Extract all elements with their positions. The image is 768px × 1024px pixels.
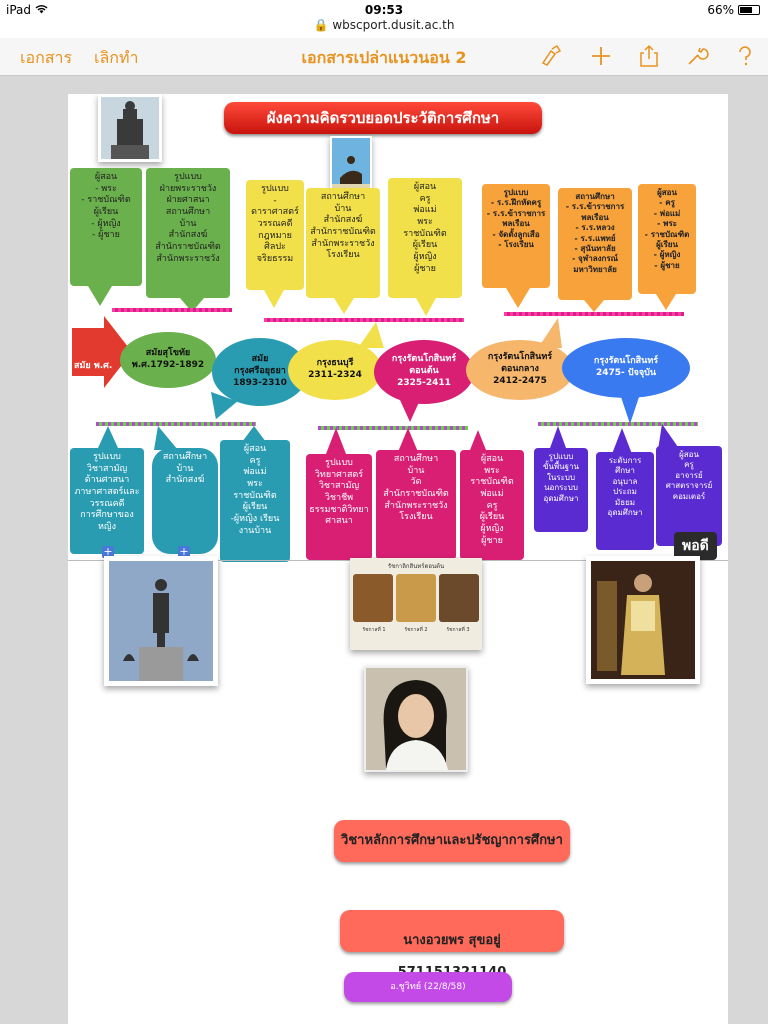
callout-tail (398, 428, 418, 452)
callout-tail (612, 428, 632, 454)
callout-tail (98, 426, 118, 448)
king-portrait-photo[interactable] (586, 556, 700, 684)
callout-tail (620, 394, 640, 424)
status-bar: iPad 09:53 66% (0, 0, 768, 20)
done-tag[interactable]: พอดี (674, 532, 717, 560)
documents-button[interactable]: เอกสาร (20, 48, 73, 67)
top-box-thonburi-people: ผู้สอน ครู พ่อแม่ พระ ราชบัณฑิต ผู้เรียน… (388, 178, 462, 298)
student-profile-photo[interactable] (364, 666, 468, 772)
device-name: iPad (6, 3, 32, 17)
photo-label-3: รัชกาลที่ 3 (446, 627, 470, 633)
student-name: นางอวยพร สุขอยู่ (403, 933, 501, 948)
callout-tail (538, 318, 562, 348)
era-thonburi[interactable]: กรุงธนบุรี 2311-2324 (288, 340, 382, 400)
student-info: นางอวยพร สุขอยู่ 571151321140 (340, 910, 564, 980)
era-early-rattanakosin[interactable]: กรุงรัตนโกสินทร์ ตอนต้น 2325-2411 (374, 340, 474, 404)
bottom-box-ayutthaya-form: รูปแบบ วิชาสามัญ ด้านศาสนา ภาษาศาสตร์และ… (70, 448, 144, 554)
share-icon[interactable] (636, 43, 662, 69)
expand-plus-icon[interactable]: + (178, 545, 190, 558)
callout-tail (358, 322, 384, 348)
callout-tail (470, 430, 486, 450)
top-box-rattanakosin-people: ผู้สอน - ครู - พ่อแม่ - พระ - ราชบัณฑิต … (638, 184, 696, 294)
document-title: เอกสารเปล่าแนวนอน 2 (301, 48, 467, 67)
monument-photo[interactable] (104, 556, 218, 686)
callout-tail (658, 424, 680, 450)
callout-tail (242, 426, 266, 442)
top-box-sukhothai-form: รูปแบบ ฝ่ายพระราชวัง ฝ่ายศาสนา สถานศึกษา… (146, 168, 230, 298)
three-kings-photo[interactable]: รัชกาลิกสินทร์ตอนต้น รัชกาลที่ 1 รัชกาลท… (350, 558, 482, 650)
horseback-statue-photo[interactable] (330, 136, 372, 194)
help-icon[interactable] (732, 43, 758, 69)
era-ayutthaya[interactable]: สมัย กรุงศรีอยุธยา 1893-2310 (212, 338, 308, 406)
callout-tail (506, 288, 530, 308)
bottom-box-ayutthaya-people: ผู้สอน ครู พ่อแม่ พระ ราชบัณฑิต ผู้เรียน… (220, 440, 290, 562)
top-box-thonburi-place: สถานศึกษา บ้าน สำนักสงฆ์ สำนักราชบัณฑิต … (306, 188, 380, 298)
divider-line (538, 422, 698, 426)
top-box-sukhothai-people: ผู้สอน - พระ - ราชบัณฑิต ผู้เรียน - ผู้ห… (70, 168, 142, 286)
callout-tail (550, 426, 566, 448)
top-box-rattanakosin-place: สถานศึกษา - ร.ร.ข้าราชการพลเรือน - ร.ร.ห… (558, 188, 632, 300)
subject-label: วิชาหลักการศึกษาและปรัชญาการศึกษา (334, 820, 570, 862)
add-icon[interactable] (588, 43, 614, 69)
bottom-box-present-people: ผู้สอน ครู อาจารย์ ศาสตราจารย์ คอมเตอร์ (656, 446, 722, 546)
bottom-box-early-place: สถานศึกษา บ้าน วัด สำนักราชบัณฑิต สำนักพ… (376, 450, 456, 560)
callout-tail (154, 426, 178, 450)
battery-percent: 66% (707, 3, 734, 17)
divider-line (504, 312, 684, 316)
app-toolbar: เอกสาร เลิกทำ เอกสารเปล่าแนวนอน 2 (0, 38, 768, 76)
divider-line (264, 318, 464, 322)
top-box-rattanakosin-form: รูปแบบ - ร.ร.ฝึกหัดครู - ร.ร.ข้าราชการพล… (482, 184, 550, 288)
format-brush-icon[interactable] (538, 43, 564, 69)
callout-tail (400, 400, 420, 422)
king-portrait-1 (353, 574, 393, 622)
era-present-rattanakosin[interactable]: กรุงรัตนโกสินทร์ 2475- ปัจจุบัน (562, 338, 690, 398)
wrench-icon[interactable] (684, 43, 710, 69)
bottom-box-present-level: ระดับการศึกษา อนุบาล ประถม มัธยม อุดมศึก… (596, 452, 654, 550)
expand-plus-icon[interactable]: + (102, 545, 114, 558)
url-bar[interactable]: 🔒 wbscport.dusit.ac.th (0, 18, 768, 38)
callout-tail (88, 286, 112, 306)
status-right: 66% (707, 3, 760, 17)
era-label-start: สมัย พ.ศ. (74, 361, 113, 371)
timeline-arrow (72, 316, 132, 388)
king-portrait-2 (396, 574, 436, 622)
callout-tail (416, 298, 436, 316)
divider-line (96, 422, 256, 426)
top-box-thonburi-form: รูปแบบ - ดาราศาสตร์ วรรณคดี กฎหมาย ศิลปะ… (246, 180, 304, 290)
statue-photo-top[interactable] (98, 94, 162, 162)
bottom-box-ayutthaya-place: สถานศึกษา บ้าน สำนักสงฆ์ (152, 448, 218, 554)
photo-label-1: รัชกาลที่ 1 (362, 627, 386, 633)
bottom-box-early-people: ผู้สอน พระ ราชบัณฑิต พ่อแม่ ครู ผู้เรียน… (460, 450, 524, 560)
mindmap-title-banner: ผังความคิดรวบยอดประวัติการศึกษา (224, 102, 542, 134)
callout-tail (264, 290, 284, 308)
divider-line (318, 426, 468, 430)
callout-tail (334, 298, 354, 314)
callout-tail (656, 294, 676, 310)
url-text: wbscport.dusit.ac.th (332, 18, 455, 32)
callout-tail (326, 428, 346, 454)
callout-tail (584, 300, 604, 312)
era-middle-rattanakosin[interactable]: กรุงรัตนโกสินทร์ ตอนกลาง 2412-2475 (466, 340, 574, 400)
clock: 09:53 (364, 3, 404, 17)
era-sukhothai[interactable]: สมัยสุโขทัย พ.ศ.1792-1892 (120, 332, 216, 388)
bottom-box-early-form: รูปแบบ วิทยาศาสตร์ วิชาสามัญ วิชาชีพ ธรร… (306, 454, 372, 560)
photo-caption: รัชกาลิกสินทร์ตอนต้น (387, 563, 445, 570)
lock-icon: 🔒 (313, 18, 329, 32)
document-canvas[interactable]: ผังความคิดรวบยอดประวัติการศึกษา ผู้สอน -… (68, 94, 728, 1024)
teacher-label: อ.ชูวิทย์ (22/8/58) (344, 972, 512, 1002)
photo-label-2: รัชกาลที่ 2 (404, 627, 428, 633)
battery-icon (738, 5, 760, 15)
bottom-box-present-form: รูปแบบ ขั้นพื้นฐาน ในระบบ นอกระบบ อุดมศึ… (534, 448, 588, 532)
divider-line (112, 308, 232, 312)
king-portrait-3 (439, 574, 479, 622)
undo-button[interactable]: เลิกทำ (94, 48, 139, 67)
wifi-icon (35, 3, 48, 17)
status-left: iPad (6, 3, 48, 17)
